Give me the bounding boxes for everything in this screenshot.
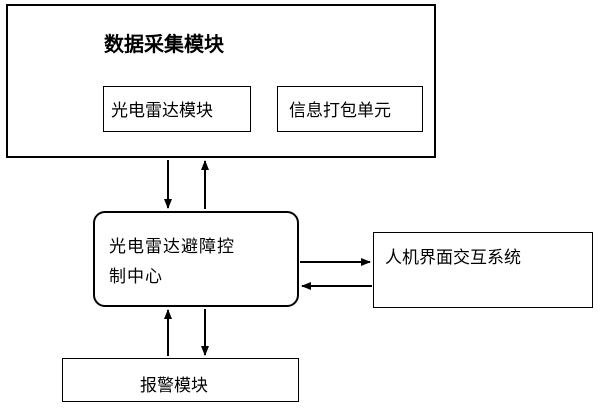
alarm-module-box [62, 358, 299, 402]
hmi-system-label: 人机界面交互系统 [385, 248, 521, 268]
lidar-module-label: 光电雷达模块 [111, 101, 213, 121]
control-center-label-line2: 制中心 [109, 267, 163, 287]
info-packing-unit-label: 信息打包单元 [289, 101, 391, 121]
data-acquisition-module-box [6, 4, 436, 158]
lidar-module-box [103, 86, 251, 132]
data-acquisition-module-title: 数据采集模块 [104, 32, 224, 56]
hmi-system-box [373, 232, 593, 308]
info-packing-unit-box [277, 86, 423, 132]
control-center-label-line1: 光电雷达避障控 [109, 237, 235, 257]
obstacle-avoidance-control-center-box [93, 211, 299, 307]
alarm-module-label: 报警模块 [140, 376, 208, 396]
